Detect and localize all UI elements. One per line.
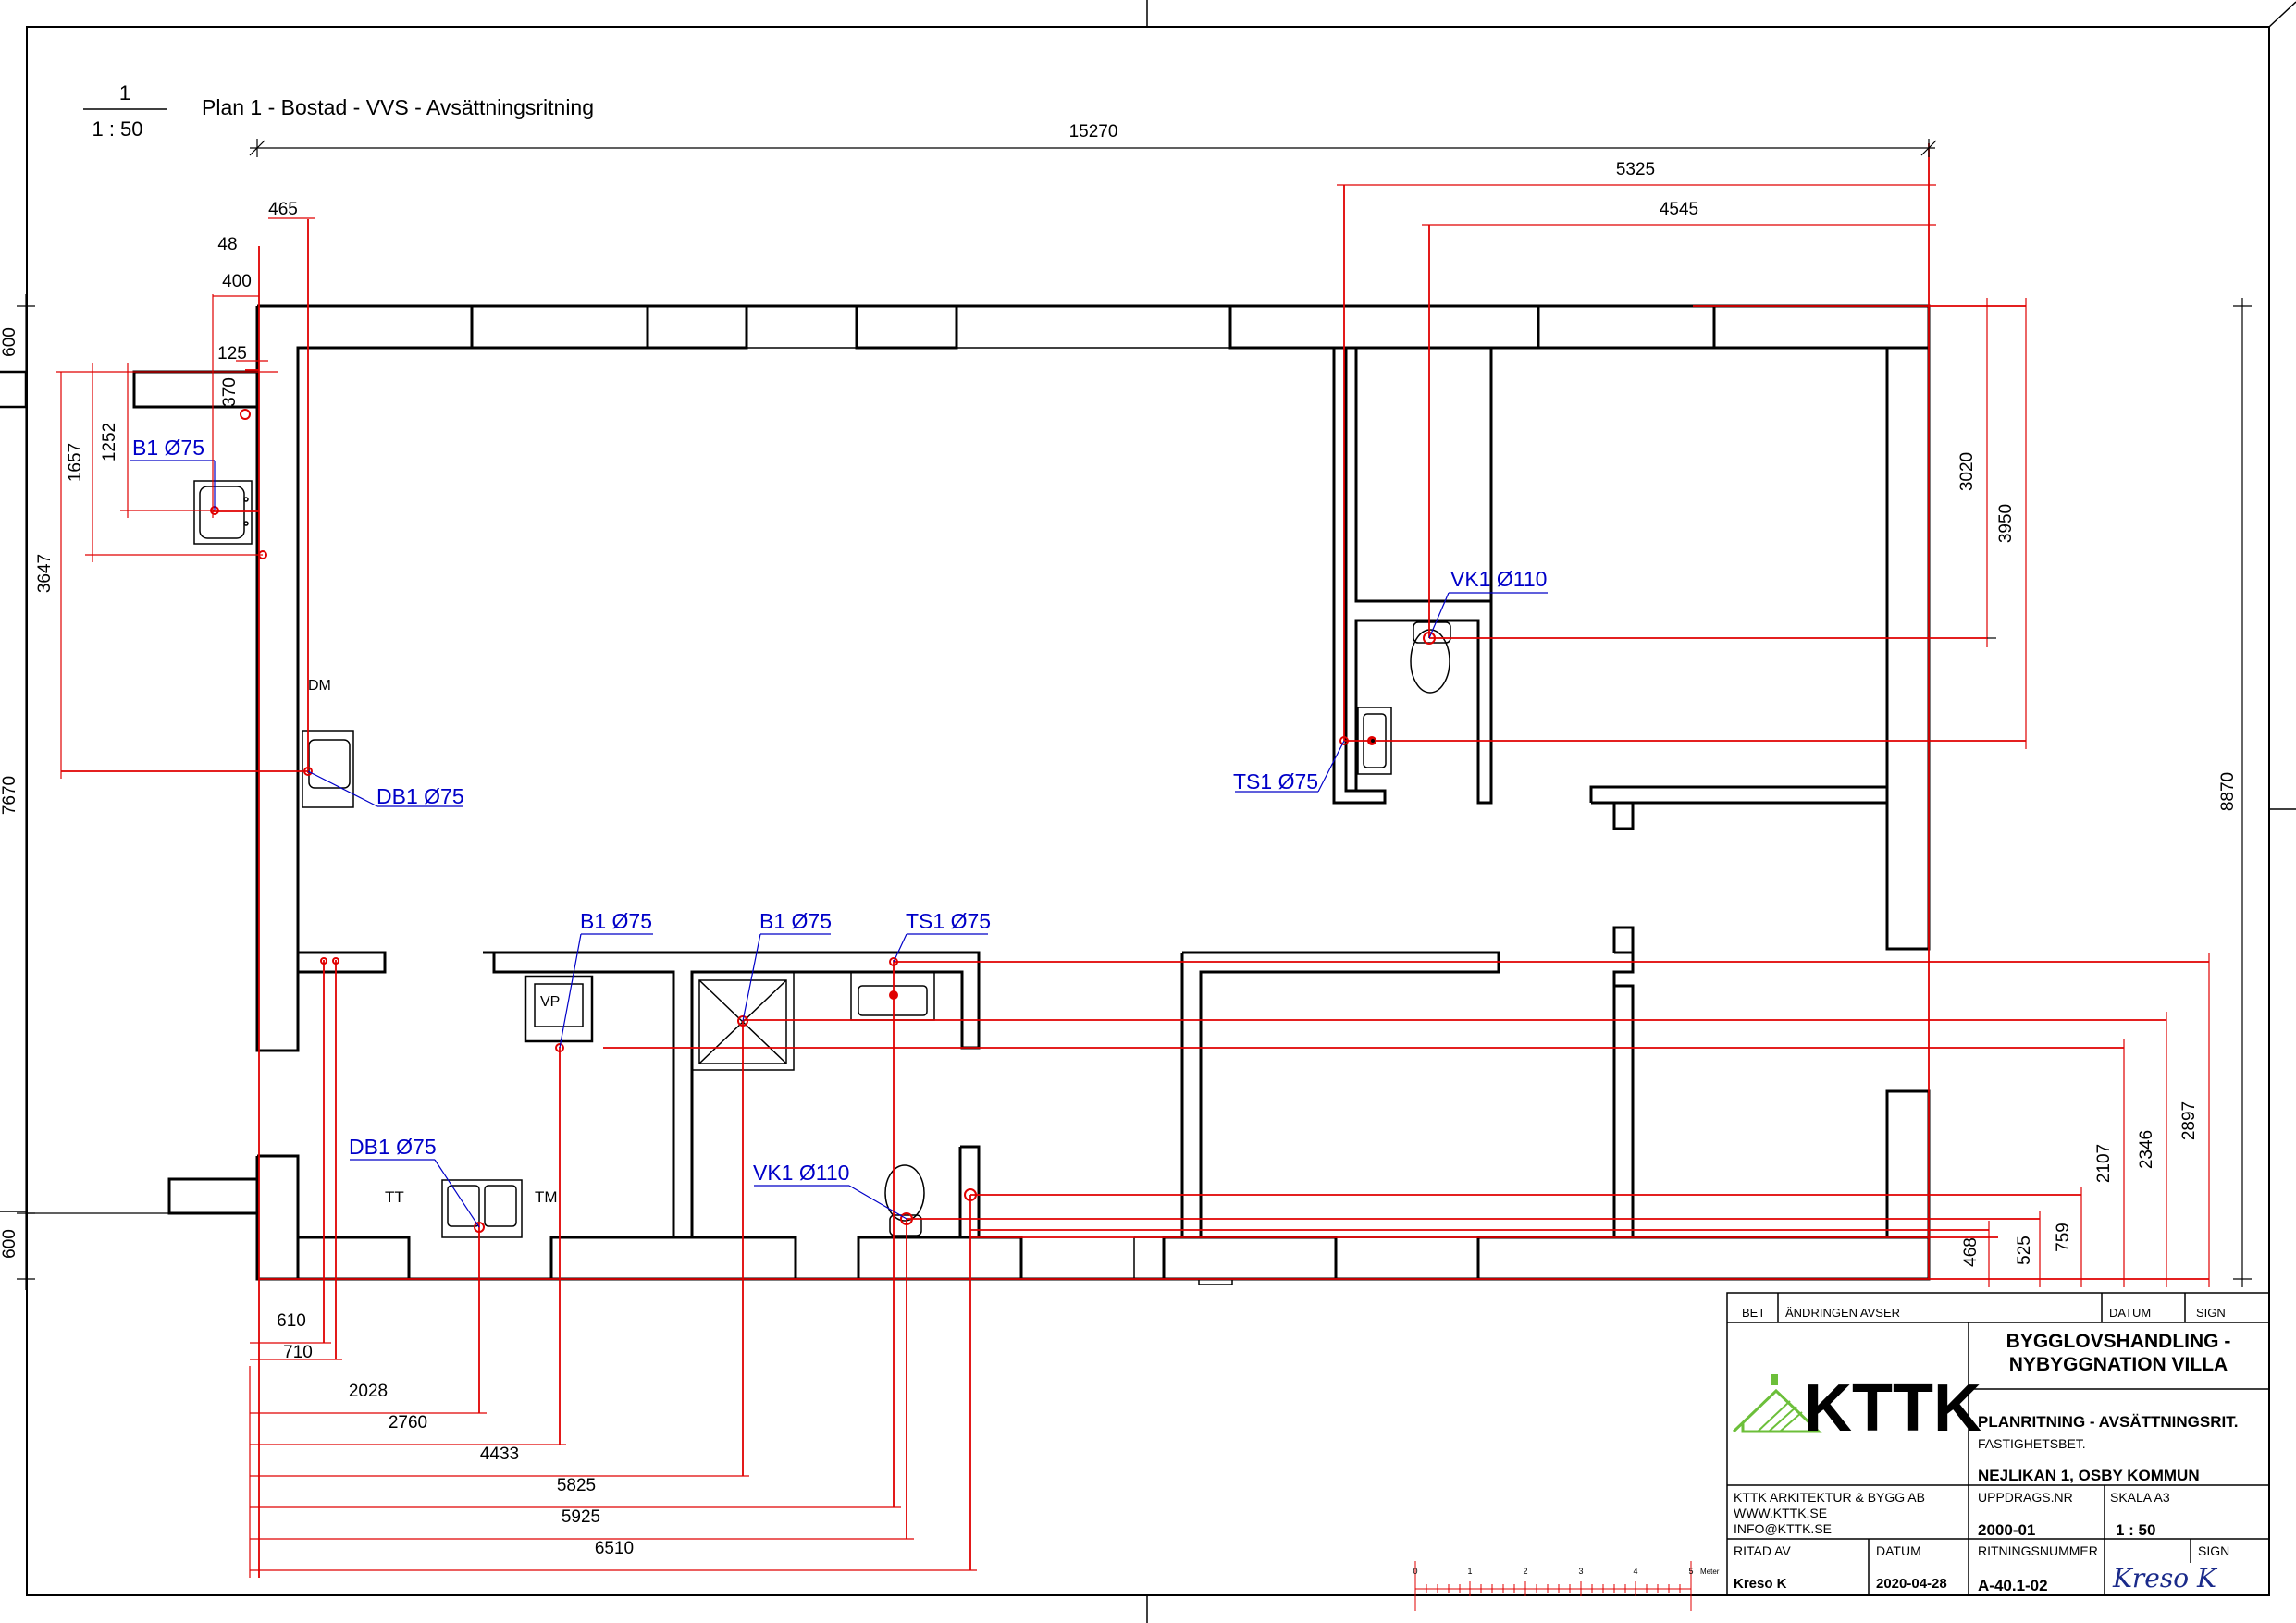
tb-andringen: ÄNDRINGEN AVSER: [1785, 1306, 1900, 1320]
label-leaders: [130, 460, 1548, 1228]
tb-datum-value: 2020-04-28: [1876, 1576, 1947, 1592]
dim-2897: 2897: [2179, 1101, 2199, 1140]
view-title: 1 1 : 50 Plan 1 - Bostad - VVS - Avsättn…: [83, 81, 594, 141]
dim-4433: 4433: [480, 1445, 519, 1464]
pipe-markers: [210, 409, 1436, 1233]
pipe-label-ts1-top: TS1 Ø75: [1233, 769, 1318, 793]
view-scale: 1 : 50: [92, 117, 142, 141]
pipe-label-db1-kitchen: DB1 Ø75: [349, 1135, 437, 1159]
tb-email: INFO@KTTK.SE: [1734, 1521, 1832, 1536]
tb-skala-label: SKALA A3: [2110, 1490, 2170, 1505]
dim-top-right-2: 4545: [1660, 200, 1698, 219]
dimension-lines: [249, 139, 1937, 157]
tb-sign-label: SIGN: [2198, 1543, 2229, 1558]
tb-uppdrag-value: 2000-01: [1978, 1521, 2035, 1539]
dim-2346: 2346: [2137, 1130, 2156, 1169]
tb-sign-head: SIGN: [2196, 1306, 2226, 1320]
tb-bet: BET: [1742, 1306, 1765, 1320]
tb-ritningsnr-value: A-40.1-02: [1978, 1577, 2048, 1594]
scale-tick-3: 3: [1578, 1567, 1583, 1576]
dim-600-top: 600: [0, 327, 19, 357]
dim-8870: 8870: [2218, 772, 2238, 811]
scale-unit: Meter: [1700, 1568, 1720, 1576]
walls: [0, 304, 1931, 1285]
dim-710: 710: [283, 1343, 313, 1362]
dim-525: 525: [2015, 1236, 2034, 1265]
dim-7670: 7670: [0, 776, 19, 815]
dim-3950: 3950: [1996, 504, 2016, 543]
tb-signature: Kreso K: [2112, 1563, 2218, 1593]
dim-6510: 6510: [595, 1539, 634, 1558]
dim-1657: 1657: [66, 443, 85, 482]
fixtures: [193, 480, 1451, 1238]
tb-datum-label: DATUM: [1876, 1543, 1921, 1558]
pipe-label-b1-wc: B1 Ø75: [132, 436, 204, 460]
dim-468: 468: [1961, 1237, 1981, 1267]
tb-uppdrag-label: UPPDRAGS.NR: [1978, 1490, 2073, 1505]
dim-5925: 5925: [562, 1507, 600, 1527]
pipe-label-b1-vp: B1 Ø75: [580, 909, 652, 933]
dim-125: 125: [217, 344, 247, 363]
dim-3647: 3647: [35, 554, 55, 593]
dim-1252: 1252: [100, 423, 119, 461]
dim-600-bottom: 600: [0, 1229, 19, 1259]
dim-759: 759: [2054, 1223, 2073, 1252]
pipe-label-vk1-bath: VK1 Ø110: [753, 1161, 849, 1185]
scale-ticks: [1414, 1581, 1692, 1596]
dim-48: 48: [217, 235, 237, 254]
dim-370: 370: [220, 377, 240, 407]
tb-skala-value: 1 : 50: [2116, 1521, 2155, 1539]
dim-2028: 2028: [349, 1382, 388, 1401]
tb-project-line1: BYGGLOVSHANDLING -: [2006, 1331, 2231, 1352]
logo-text: KTTK: [1804, 1371, 1981, 1445]
label-tm: TM: [535, 1188, 558, 1206]
view-title-text: Plan 1 - Bostad - VVS - Avsättningsritni…: [202, 95, 594, 119]
pipe-label-ts1-bath: TS1 Ø75: [906, 909, 991, 933]
tb-web: WWW.KTTK.SE: [1734, 1506, 1827, 1520]
tb-drawing-type: PLANRITNING - AVSÄTTNINGSRIT.: [1978, 1413, 2238, 1431]
label-vp: VP: [540, 994, 560, 1010]
tb-ritningsnr-label: RITNINGSNUMMER: [1978, 1543, 2098, 1558]
pipe-label-b1-shower: B1 Ø75: [759, 909, 832, 933]
tb-company: KTTK ARKITEKTUR & BYGG AB: [1734, 1490, 1925, 1505]
tb-ritad-value: Kreso K: [1734, 1576, 1787, 1592]
dim-2760: 2760: [389, 1413, 427, 1432]
pipe-lines: [61, 143, 2209, 1578]
title-block: BET ÄNDRINGEN AVSER DATUM SIGN BYGGLOVSH…: [1726, 1292, 2270, 1596]
dimension-lines-red: [56, 184, 2210, 1578]
label-dm: DM: [308, 678, 331, 694]
scale-tick-4: 4: [1633, 1567, 1637, 1576]
dim-top-total: 15270: [1069, 122, 1118, 141]
dim-465: 465: [268, 200, 298, 219]
tb-ritad-label: RITAD AV: [1734, 1543, 1791, 1558]
scale-tick-1: 1: [1467, 1567, 1472, 1576]
dimension-lines-outer: [17, 294, 2252, 1290]
tb-project-line2: NYBYGGNATION VILLA: [2009, 1354, 2228, 1375]
tb-fastighet-label: FASTIGHETSBET.: [1978, 1436, 2086, 1451]
pipe-label-vk1-top: VK1 Ø110: [1450, 567, 1547, 591]
pipe-label-texts: B1 Ø75 DB1 Ø75 VK1 Ø110 TS1 Ø75 B1 Ø75 B…: [132, 436, 1547, 1185]
dim-5825: 5825: [557, 1476, 596, 1495]
tb-fastighet-value: NEJLIKAN 1, OSBY KOMMUN: [1978, 1467, 2200, 1484]
tb-datum-head: DATUM: [2109, 1306, 2151, 1320]
dim-610: 610: [277, 1311, 306, 1331]
dim-3020: 3020: [1957, 452, 1977, 491]
dim-400: 400: [222, 272, 252, 291]
scale-tick-0: 0: [1413, 1567, 1417, 1576]
scale-tick-5: 5: [1688, 1567, 1693, 1576]
house-logo-icon: [1732, 1388, 1822, 1433]
dim-top-right-1: 5325: [1616, 160, 1655, 179]
view-number: 1: [119, 81, 130, 105]
scale-bar: 0 1 2 3 4 5 Meter: [1413, 1561, 1720, 1611]
room-labels: DM VP TT TM: [308, 678, 560, 1206]
kttk-logo: KTTK: [1732, 1371, 1981, 1445]
pipe-label-db1-left: DB1 Ø75: [376, 784, 464, 808]
scale-tick-2: 2: [1523, 1567, 1527, 1576]
dimension-texts: 15270 5325 4545 465 48 400 125 370 1252 …: [0, 122, 2238, 1558]
dim-2107: 2107: [2094, 1144, 2114, 1183]
label-tt: TT: [385, 1188, 404, 1206]
